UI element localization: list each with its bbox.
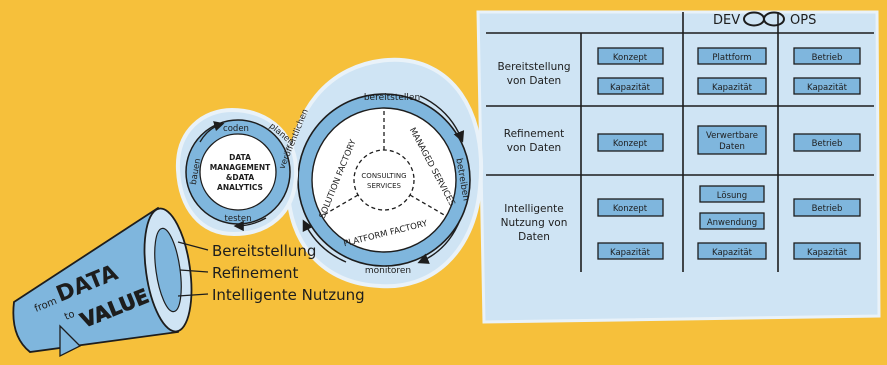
cell-anwendung: Anwendung (699, 212, 765, 230)
svg-text:Anwendung: Anwendung (707, 218, 757, 228)
cell-betrieb: Betrieb (793, 133, 861, 152)
consulting-circle (353, 149, 415, 211)
svg-text:von Daten: von Daten (507, 75, 561, 87)
svg-text:von Daten: von Daten (507, 142, 561, 154)
item-refinement: Refinement (212, 264, 299, 282)
small-cycle: DATA MANAGEMENT &DATA ANALYTICS coden pl… (175, 108, 311, 237)
item-intelligente-nutzung: Intelligente Nutzung (212, 286, 365, 304)
svg-text:Daten: Daten (518, 231, 550, 243)
svg-text:Betrieb: Betrieb (812, 53, 843, 63)
step-bauen: bauen (189, 158, 203, 186)
step-coden: coden (223, 124, 249, 134)
svg-text:Konzept: Konzept (613, 204, 648, 214)
small-cycle-arrows (199, 121, 267, 232)
matrix-grid (486, 12, 874, 272)
svg-text:Betrieb: Betrieb (812, 139, 843, 149)
svg-text:Kapazität: Kapazität (712, 248, 753, 258)
infinity-icon (743, 11, 785, 27)
ops-label: OPS (790, 13, 816, 28)
svg-text:Kapazität: Kapazität (610, 248, 651, 258)
cell-plattform: Plattform (697, 47, 767, 65)
cell-kapazitaet: Kapazität (697, 77, 767, 95)
megaphone-handle (59, 324, 82, 358)
step-testen: testen (225, 214, 252, 224)
dm-da-label: DATA (229, 153, 251, 162)
cell-kapazitaet: Kapazität (597, 242, 664, 260)
svg-text:Lösung: Lösung (717, 191, 747, 201)
dm-da-label: MANAGEMENT (210, 163, 271, 172)
cell-loesung: Lösung (699, 185, 765, 203)
cell-konzept: Konzept (597, 198, 664, 217)
dm-da-label: ANALYTICS (217, 183, 263, 192)
cell-betrieb: Betrieb (793, 47, 861, 65)
devops-matrix: DEV OPS Bereitstellung von Daten Refinem… (476, 10, 881, 324)
svg-text:Kapazität: Kapazität (712, 83, 753, 93)
segment-dividers (321, 108, 447, 217)
consulting-label: SERVICES (367, 182, 402, 190)
cell-kapazitaet: Kapazität (597, 77, 664, 95)
row-label-intelligente-nutzung: Intelligente Nutzung von Daten (501, 203, 568, 243)
svg-text:Nutzung von: Nutzung von (501, 217, 568, 229)
big-cycle: CONSULTING SERVICES SOLUTION FACTORY MAN… (285, 57, 484, 289)
row-label-bereitstellung: Bereitstellung von Daten (497, 61, 570, 87)
step-monitoren: monitoren (365, 266, 411, 276)
megaphone-pointer-lines (177, 241, 209, 297)
consulting-label: CONSULTING (361, 172, 406, 180)
dm-da-label: &DATA (226, 173, 255, 182)
cell-kapazitaet: Kapazität (793, 242, 861, 260)
item-bereitstellung: Bereitstellung (212, 242, 316, 260)
svg-text:Kapazität: Kapazität (610, 83, 651, 93)
cell-konzept: Konzept (597, 133, 664, 152)
cell-kapazitaet: Kapazität (697, 242, 767, 260)
cell-kapazitaet: Kapazität (793, 77, 861, 95)
dev-label: DEV (713, 13, 740, 28)
cell-betrieb: Betrieb (793, 198, 861, 217)
svg-text:Betrieb: Betrieb (812, 204, 843, 214)
row-label-refinement: Refinement von Daten (504, 128, 564, 154)
cycle-arrows (302, 95, 465, 264)
megaphone: from DATA to VALUE Bereitstellung Refine… (12, 206, 365, 358)
svg-text:Konzept: Konzept (613, 139, 648, 149)
step-bereitstellen: bereitstellen (364, 93, 420, 103)
cell-konzept: Konzept (597, 47, 664, 65)
svg-text:Kapazität: Kapazität (807, 83, 848, 93)
svg-text:Kapazität: Kapazität (807, 248, 848, 258)
svg-text:Intelligente: Intelligente (504, 203, 563, 215)
svg-text:to: to (63, 309, 76, 323)
megaphone-bell-inner (154, 227, 182, 313)
svg-text:Refinement: Refinement (504, 128, 564, 140)
svg-text:Plattform: Plattform (712, 53, 751, 63)
svg-text:Bereitstellung: Bereitstellung (497, 61, 570, 73)
svg-text:Konzept: Konzept (613, 53, 648, 63)
small-cycle-disk (199, 133, 277, 211)
